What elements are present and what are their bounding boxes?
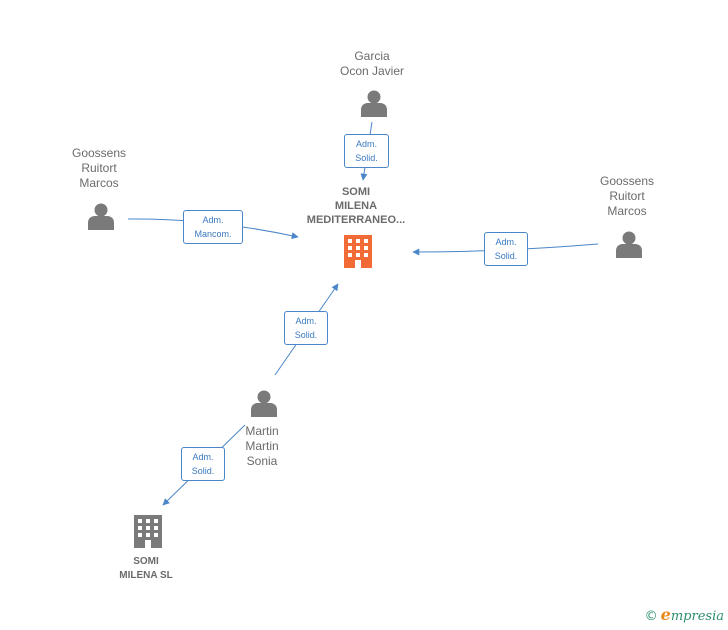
person-name-left[interactable]: Goossens Ruitort Marcos — [71, 146, 127, 190]
edge-label-middle: Adm. Solid. — [284, 311, 328, 345]
copyright-brand: ©empresia — [645, 605, 724, 624]
person-icon[interactable] — [251, 390, 277, 418]
building-icon[interactable] — [344, 235, 372, 268]
edge-label-left: Adm. Mancom. — [183, 210, 243, 244]
building-icon[interactable] — [134, 515, 162, 548]
brand-logo-initial: e — [660, 605, 671, 624]
person-icon[interactable] — [616, 231, 642, 259]
person-name-right[interactable]: Goossens Ruitort Marcos — [599, 174, 655, 218]
edge-label-lower: Adm. Solid. — [181, 447, 225, 481]
company-name-main[interactable]: SOMI MILENA MEDITERRANEO... — [306, 186, 406, 226]
brand-name: mpresia — [670, 609, 724, 624]
edge-label-top: Adm. Solid. — [344, 134, 389, 168]
copyright-icon: © — [644, 609, 658, 624]
person-icon[interactable] — [88, 203, 114, 231]
company-name-sub[interactable]: SOMI MILENA SL — [119, 556, 173, 581]
person-name-top[interactable]: Garcia Ocon Javier — [339, 49, 405, 78]
person-icon[interactable] — [361, 90, 387, 118]
person-name-middle[interactable]: Martin Martin Sonia — [245, 424, 279, 468]
edge-label-right: Adm. Solid. — [484, 232, 528, 266]
